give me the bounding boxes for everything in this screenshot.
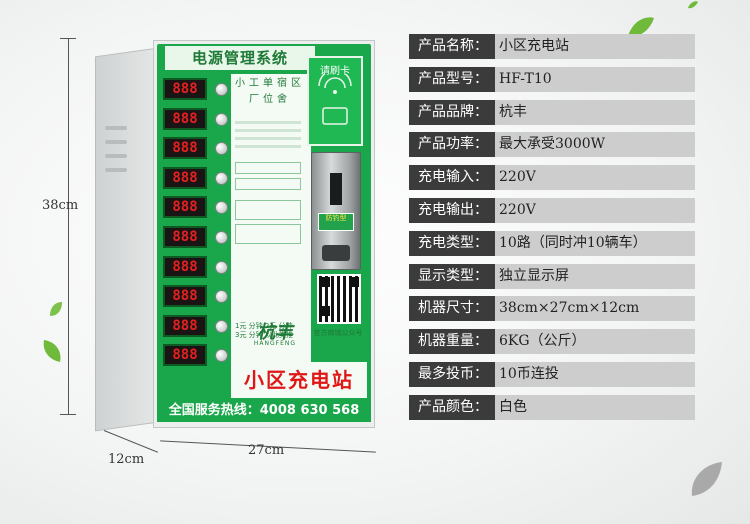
- spec-value: 白色: [495, 394, 695, 420]
- slot-select-button[interactable]: [215, 290, 228, 304]
- coin-acceptor[interactable]: 防钓型: [311, 152, 361, 270]
- slot-select-button[interactable]: [215, 83, 228, 96]
- spec-value: 小区充电站: [495, 34, 695, 59]
- height-dimension-tick-bottom: [60, 414, 76, 415]
- vent: [105, 140, 127, 144]
- slot-display: 888: [163, 255, 228, 278]
- spec-row: 产品型号：HF-T10: [409, 66, 695, 92]
- spec-key: 产品名称：: [409, 34, 495, 59]
- spec-row: 产品名称：小区充电站: [409, 34, 695, 59]
- spec-row: 显示类型：独立显示屏: [409, 263, 695, 289]
- coin-badge: 防钓型: [318, 213, 354, 231]
- spec-value: 最大承受3000W: [495, 132, 695, 158]
- spec-value: 独立显示屏: [495, 263, 695, 289]
- leaf-decoration: [691, 462, 722, 496]
- spec-value: 杭丰: [495, 99, 695, 125]
- spec-row: 充电输入：220V: [409, 165, 695, 191]
- slot-display: 888: [163, 314, 228, 337]
- leaf-decoration: [50, 302, 62, 316]
- spec-value: 6KG（公斤）: [495, 329, 695, 355]
- display-column: 888 888 888 888 888 888 888 888 888 888: [163, 78, 228, 374]
- panel-tags: 小工单宿区厂位舍: [235, 78, 305, 105]
- slot-display: 888: [163, 225, 228, 248]
- charging-station-machine: 电源管理系统 888 888 888 888 888 888 888 888 888 888 小工…: [95, 40, 377, 432]
- slot-select-button[interactable]: [215, 260, 228, 274]
- leaf-decoration: [43, 340, 61, 362]
- vent: [105, 126, 127, 130]
- machine-side-panel: [95, 48, 155, 432]
- card-reader-label: 请刷卡: [320, 66, 350, 77]
- fee-line: 1元 分钟 2元 分钟: [235, 322, 293, 330]
- spec-value: HF-T10: [495, 66, 695, 92]
- slot-select-button[interactable]: [215, 319, 228, 333]
- leaf-decoration: [688, 1, 698, 9]
- slot-select-button[interactable]: [215, 142, 228, 156]
- spec-row: 产品品牌：杭丰: [409, 99, 695, 125]
- spec-key: 最多投币：: [409, 361, 495, 387]
- spec-value: 220V: [495, 197, 695, 223]
- spec-key: 机器重量：: [409, 329, 495, 355]
- spec-value: 220V: [495, 165, 695, 191]
- coin-return-button[interactable]: [322, 245, 350, 261]
- spec-key: 机器尺寸：: [409, 296, 495, 322]
- fee-schedule: 1元 分钟 2元 分钟 3元 分钟 以此类推: [235, 322, 303, 340]
- slot-display: 888: [163, 285, 228, 308]
- brand-logo-text: 杭丰: [257, 322, 293, 343]
- spec-key: 产品功率：: [409, 132, 495, 158]
- slot-display: 888: [163, 344, 228, 367]
- slot-display: 888: [163, 107, 228, 130]
- spec-key: 充电类型：: [409, 230, 495, 256]
- spec-key: 产品颜色：: [409, 394, 495, 420]
- slot-display: 888: [163, 78, 228, 100]
- spec-row: 产品功率：最大承受3000W: [409, 132, 695, 158]
- brand-logo-subtext: HANGFENG: [253, 340, 297, 347]
- spec-row: 机器尺寸：38cm×27cm×12cm: [409, 296, 695, 322]
- vent: [105, 168, 127, 172]
- height-label: 38cm: [42, 198, 79, 213]
- spec-row: 最多投币：10币连投: [409, 361, 695, 387]
- coin-slot[interactable]: [330, 173, 342, 205]
- spec-key: 产品品牌：: [409, 99, 495, 125]
- spec-row: 机器重量：6KG（公斤）: [409, 329, 695, 355]
- spec-value: 38cm×27cm×12cm: [495, 296, 695, 322]
- slot-display: 888: [163, 137, 228, 160]
- spec-key: 显示类型：: [409, 263, 495, 289]
- slot-select-button[interactable]: [215, 201, 228, 215]
- width-label: 27cm: [248, 443, 285, 458]
- height-dimension-tick-top: [60, 38, 76, 39]
- slot-display: 888: [163, 196, 228, 219]
- fee-line: 3元 分钟 以此类推: [235, 331, 293, 339]
- qr-caption: 官方商城公众号: [313, 329, 363, 337]
- product-sign: 小区充电站: [231, 362, 367, 398]
- slot-display: 888: [163, 166, 228, 189]
- vent: [105, 154, 127, 158]
- depth-dimension-line: [103, 430, 158, 453]
- slot-select-button[interactable]: [215, 349, 228, 363]
- service-hotline: 全国服务热线：4008 630 568: [157, 400, 371, 422]
- spec-key: 产品型号：: [409, 66, 495, 92]
- qr-code: [317, 274, 361, 324]
- slot-select-button[interactable]: [215, 230, 228, 244]
- spec-row: 充电类型：10路（同时冲10辆车）: [409, 230, 695, 256]
- leaf-decoration: [628, 17, 654, 37]
- height-dimension-line: [68, 38, 69, 414]
- spec-value: 10币连投: [495, 361, 695, 387]
- card-reader[interactable]: 请刷卡: [307, 56, 363, 146]
- system-title: 电源管理系统: [165, 46, 315, 70]
- instruction-guide: [233, 116, 303, 326]
- slot-select-button[interactable]: [215, 171, 228, 185]
- spec-row: 充电输出：220V: [409, 197, 695, 223]
- slot-select-button[interactable]: [215, 112, 228, 126]
- depth-label: 12cm: [108, 452, 145, 467]
- tap-card-icon: [318, 74, 352, 125]
- spec-row: 产品颜色：白色: [409, 394, 695, 420]
- spec-value: 10路（同时冲10辆车）: [495, 230, 695, 256]
- spec-key: 充电输入：: [409, 165, 495, 191]
- spec-key: 充电输出：: [409, 197, 495, 223]
